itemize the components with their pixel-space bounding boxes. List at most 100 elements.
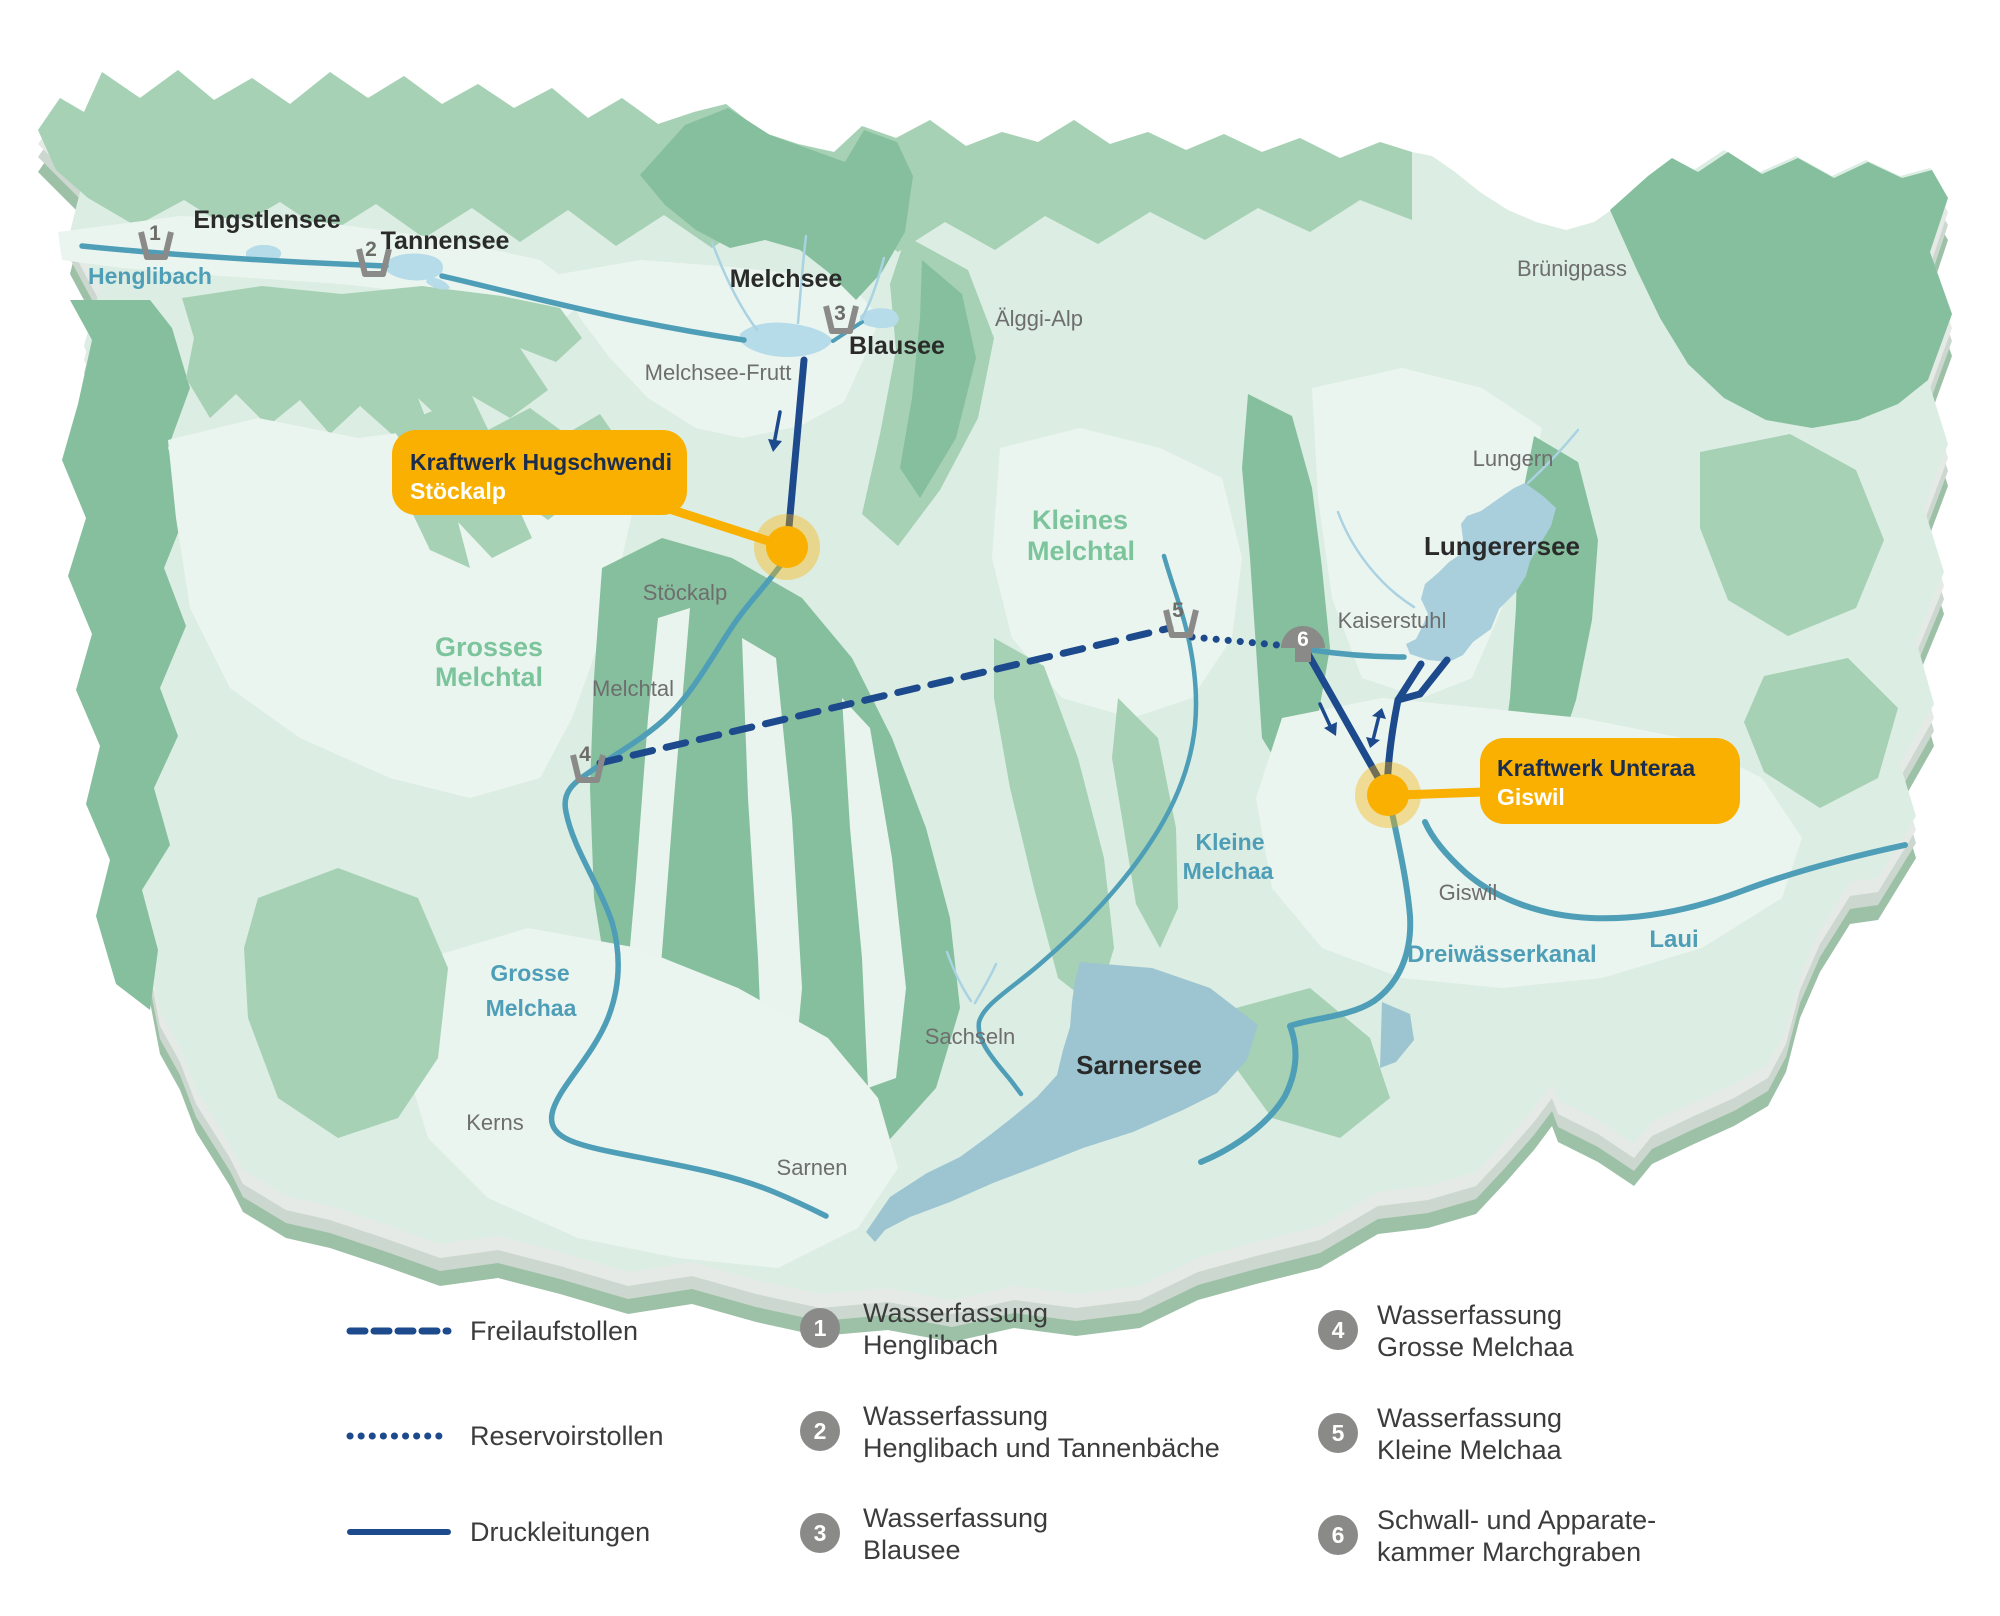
- river-grosse-melchaa: [548, 553, 829, 1219]
- legend-line-samples: [346, 1327, 452, 1535]
- intake-number-3: 3: [834, 302, 846, 325]
- stream-melchsee-feeder-1: [710, 240, 759, 332]
- label-tannensee: Tannensee: [381, 227, 510, 255]
- label-kleines-melchtal-2: Melchtal: [1027, 536, 1135, 566]
- ridge-west-lungerersee: [1242, 394, 1330, 784]
- stream-sachseln-branch-2: [973, 962, 998, 1005]
- callout-unteraa: [1480, 738, 1740, 824]
- label-henglibach: Henglibach: [88, 263, 212, 289]
- legend-item-1-line2: Henglibach: [863, 1330, 998, 1360]
- label-kleine-melchaa-2: Melchaa: [1183, 858, 1274, 884]
- valley-stripe-3: [842, 698, 906, 1088]
- legend-circle-4-num: 4: [1332, 1317, 1345, 1343]
- callout-hugschwendi: [392, 430, 687, 515]
- ridge-melchsee-north: [640, 108, 913, 300]
- label-sarnen: Sarnen: [777, 1155, 848, 1180]
- label-lungern: Lungern: [1473, 446, 1554, 471]
- river-laui: [1422, 819, 1908, 922]
- legend-item-6-line2: kammer Marchgraben: [1377, 1537, 1641, 1567]
- map-labels: Engstlensee Tannensee Melchsee Blausee L…: [88, 206, 1699, 1180]
- label-engstlensee: Engstlensee: [193, 206, 340, 234]
- legend-circle-2-num: 2: [814, 1418, 827, 1444]
- arrow-heads: [768, 439, 1386, 748]
- penstock-lake-branch-left: [1394, 660, 1425, 704]
- water-intake-icon-3: [823, 305, 859, 334]
- flow-arrow-melchsee-shaft: [772, 410, 782, 446]
- callout-connector-unteraa: [1395, 787, 1489, 800]
- lake-tannensee: [383, 253, 450, 290]
- legend-item-6-line1: Schwall- und Apparate-: [1377, 1505, 1656, 1535]
- legend-circle-3: [800, 1513, 840, 1553]
- flow-arrow-chamber-head: [1324, 722, 1337, 736]
- intake-number-1: 1: [149, 222, 161, 245]
- label-bruenigpass: Brünigpass: [1517, 256, 1627, 281]
- water-intake-icon-5: [1163, 609, 1199, 638]
- mountain-right-mid-1: [1700, 434, 1884, 636]
- label-blausee: Blausee: [849, 332, 945, 360]
- legend-label-reservoirstollen: Reservoirstollen: [470, 1421, 664, 1451]
- legend-item-3-line1: Wasserfassung: [863, 1503, 1048, 1533]
- label-laui: Laui: [1649, 926, 1698, 953]
- legend-item-5-line2: Kleine Melchaa: [1377, 1435, 1563, 1465]
- label-dreiwaesserkanal: Dreiwässerkanal: [1407, 941, 1596, 968]
- label-giswil: Giswil: [1439, 880, 1498, 905]
- label-grosse-melchaa-1: Grosse: [490, 960, 569, 986]
- penstock-melchsee: [784, 356, 808, 542]
- legend-numbered-items: 1 Wasserfassung Henglibach 2 Wasserfassu…: [800, 1298, 1656, 1567]
- label-kaiserstuhl: Kaiserstuhl: [1338, 608, 1447, 633]
- flow-arrow-pump-head-down: [1366, 737, 1380, 748]
- lake-melchsee: [740, 322, 833, 357]
- lake-lungerersee: [1406, 483, 1556, 662]
- water-intake-icon-4: [570, 754, 606, 783]
- legend-item-2-line1: Wasserfassung: [863, 1401, 1048, 1431]
- legend-item-5-line1: Wasserfassung: [1377, 1403, 1562, 1433]
- label-alggi-alp: Älggi-Alp: [995, 306, 1083, 331]
- ridge-left-edge: [62, 300, 190, 1010]
- band-kleine-melchaa-west: [994, 638, 1114, 1008]
- basin-sarnen-kerns: [404, 928, 898, 1268]
- legend-circle-4: [1318, 1310, 1358, 1350]
- intake-number-5: 5: [1172, 599, 1184, 622]
- basin-kleines-melchtal: [992, 428, 1242, 718]
- penstock-lake-branch-right: [1416, 656, 1451, 698]
- chamber-number-6: 6: [1297, 628, 1309, 651]
- legend-circle-1-num: 1: [814, 1315, 827, 1341]
- flow-arrow-melchsee-head: [768, 439, 782, 452]
- intake-number-2: 2: [365, 238, 377, 261]
- mountain-below-lakes: [182, 286, 582, 450]
- label-kleines-melchtal-1: Kleines: [1032, 505, 1128, 535]
- label-grosses-melchtal-1: Grosses: [435, 632, 543, 662]
- penstock-branch-bridge: [1394, 690, 1424, 704]
- legend-circle-6: [1318, 1515, 1358, 1555]
- powerplant-dot-unteraa: [1367, 774, 1409, 816]
- flow-arrow-pump-head-up: [1372, 708, 1386, 719]
- mountain-se-sarnersee: [1236, 988, 1390, 1138]
- legend-item-2-line2: Henglibach und Tannenbäche: [863, 1433, 1220, 1463]
- legend-item-4-line1: Wasserfassung: [1377, 1300, 1562, 1330]
- valley-stripe-1: [622, 608, 690, 1058]
- legend-circle-5-num: 5: [1332, 1420, 1345, 1446]
- label-melchtal: Melchtal: [592, 676, 674, 701]
- legend-circle-2: [800, 1411, 840, 1451]
- callout-unteraa-subtitle: Giswil: [1497, 784, 1565, 810]
- channel-chamber-to-lake: [1309, 647, 1407, 660]
- label-sarnersee: Sarnersee: [1076, 1050, 1202, 1080]
- stream-sachseln-branch-1: [945, 950, 973, 1003]
- powerplants: Kraftwerk Hugschwendi Stöckalp Kraftwerk…: [392, 430, 1740, 828]
- label-grosse-melchaa-2: Melchaa: [486, 995, 577, 1021]
- mountain-right-mid-2: [1744, 658, 1898, 808]
- stream-lungerersee-west: [1336, 510, 1416, 609]
- stream-melchsee-feeder-2: [796, 234, 808, 325]
- lakes: [246, 244, 1556, 1242]
- legend-circle-5: [1318, 1413, 1358, 1453]
- lake-blausee: [860, 308, 899, 329]
- label-melchsee: Melchsee: [730, 265, 843, 293]
- canal-dreiwaesserkanal: [1198, 800, 1414, 1165]
- freilaufstollen-line: [596, 624, 1174, 767]
- label-grosses-melchtal-2: Melchtal: [435, 662, 543, 692]
- river-tannensee-melchsee: [439, 273, 747, 343]
- legend-label-druckleitungen: Druckleitungen: [470, 1517, 650, 1547]
- callout-hugschwendi-title: Kraftwerk Hugschwendi: [410, 449, 672, 475]
